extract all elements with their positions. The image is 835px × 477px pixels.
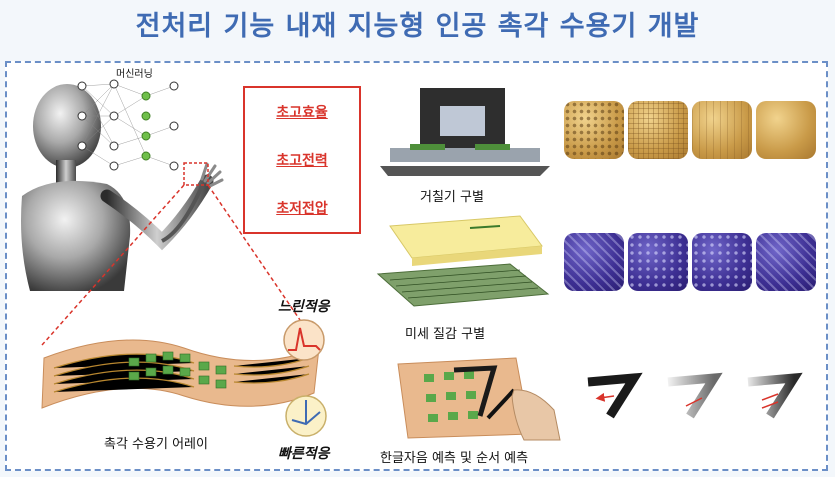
feature-box: 초고효율 초고전력 초저전압 [243, 86, 361, 234]
texture-caption: 미세 질감 구별 [405, 327, 486, 342]
hangul-caption: 한글자음 예측 및 순서 예측 [380, 451, 529, 466]
slow-adaptation-label: 느린적응 [278, 299, 330, 315]
roughness-sample [628, 101, 688, 159]
texture-sample [692, 233, 752, 291]
texture-sample [628, 233, 688, 291]
consonant-stroke-icon [667, 372, 723, 419]
roughness-sample [692, 101, 752, 159]
texture-sample [756, 233, 816, 291]
neural-network-label: 머신러닝 [116, 69, 153, 80]
stacked-film-icon [376, 215, 550, 307]
press-device-icon [380, 88, 550, 176]
feature-item: 초고전력 [276, 153, 328, 169]
fast-adaptation-icon [285, 395, 327, 437]
robot-figure-icon [21, 84, 224, 291]
array-caption: 촉각 수용기 어레이 [104, 437, 208, 452]
consonant-stroke-icon [587, 372, 643, 419]
consonant-stroke-icon [747, 372, 803, 419]
roughness-caption: 거칠기 구별 [420, 190, 484, 205]
roughness-sample [564, 101, 624, 159]
fast-adaptation-label: 빠른적응 [278, 446, 330, 462]
feature-item: 초저전압 [276, 201, 328, 217]
roughness-sample [756, 101, 816, 159]
sensor-array-icon [41, 339, 320, 409]
neural-network-icon [77, 79, 179, 171]
texture-sample [564, 233, 624, 291]
feature-item: 초고효율 [276, 105, 328, 121]
slow-adaptation-icon [283, 319, 325, 361]
page-title: 전처리 기능 내재 지능형 인공 촉각 수용기 개발 [135, 11, 700, 42]
writing-hand-icon [397, 357, 561, 441]
